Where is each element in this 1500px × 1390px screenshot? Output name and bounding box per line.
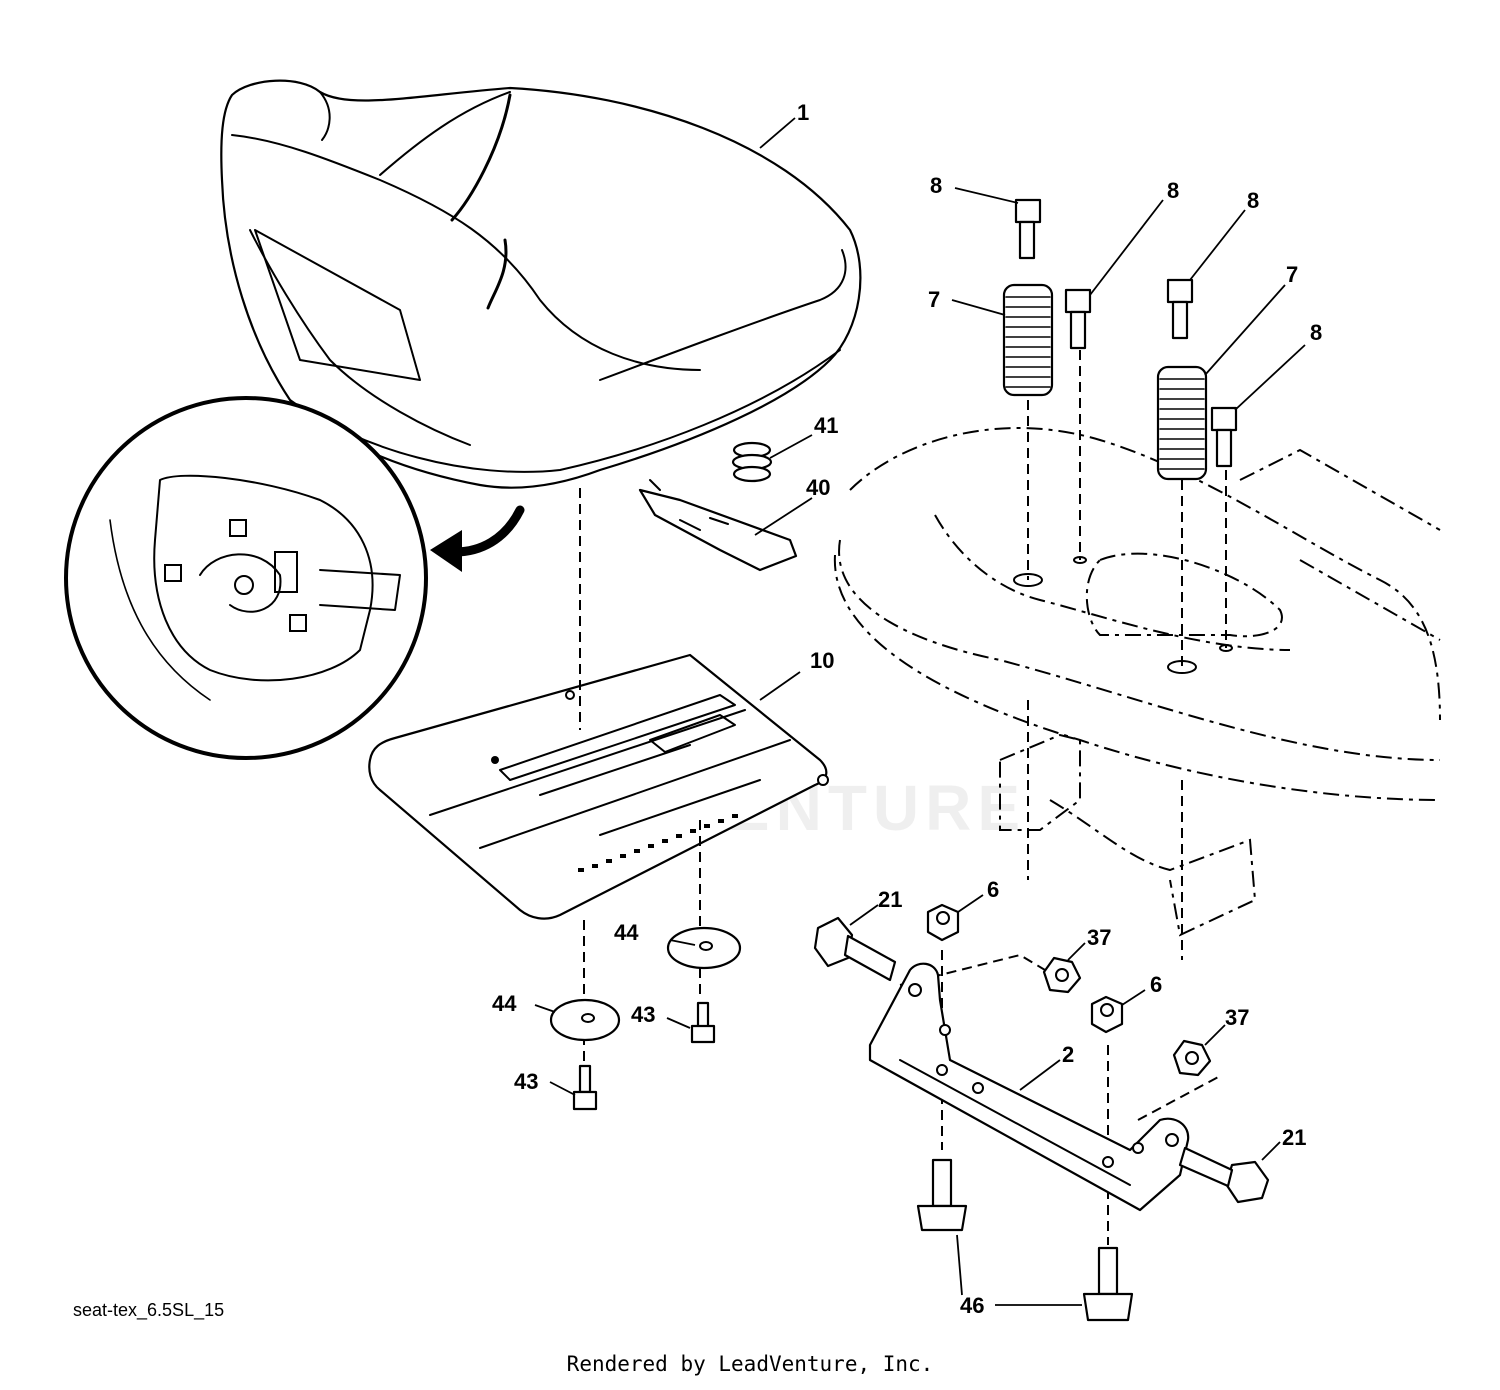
callout-2: 2 bbox=[1062, 1042, 1074, 1067]
callout-37a: 37 bbox=[1087, 925, 1111, 950]
callout-7b: 7 bbox=[1286, 262, 1298, 287]
seat-clip bbox=[638, 479, 798, 572]
washer-b bbox=[549, 998, 621, 1042]
detail-arrow bbox=[430, 505, 525, 572]
callout-21a: 21 bbox=[878, 887, 902, 912]
seat-pan bbox=[368, 653, 829, 920]
callout-44a: 44 bbox=[614, 920, 639, 945]
screw-a bbox=[690, 1001, 716, 1044]
callout-46: 46 bbox=[960, 1293, 984, 1318]
bolt-a bbox=[1014, 198, 1042, 260]
small-spring bbox=[731, 441, 773, 483]
callout-7a: 7 bbox=[928, 287, 940, 312]
nut-b bbox=[1090, 995, 1124, 1034]
bolt-c bbox=[1166, 278, 1194, 340]
flange-nut-a bbox=[1042, 956, 1082, 994]
callout-8c: 8 bbox=[1247, 188, 1259, 213]
callout-41: 41 bbox=[814, 413, 838, 438]
tractor-frame-phantom bbox=[833, 427, 1441, 937]
nut-a bbox=[926, 903, 960, 942]
callout-8a: 8 bbox=[930, 173, 942, 198]
callout-40: 40 bbox=[806, 475, 830, 500]
callout-6b: 6 bbox=[1150, 972, 1162, 997]
callout-10: 10 bbox=[810, 648, 834, 673]
callout-37b: 37 bbox=[1225, 1005, 1249, 1030]
callout-43b: 43 bbox=[514, 1069, 538, 1094]
bolt-left-21 bbox=[813, 916, 897, 982]
flange-bolt-b bbox=[1082, 1246, 1134, 1322]
callout-8d: 8 bbox=[1310, 320, 1322, 345]
pan-vent-slots bbox=[578, 814, 738, 872]
callout-6a: 6 bbox=[987, 877, 999, 902]
spring-right bbox=[1156, 365, 1208, 481]
bolt-d bbox=[1210, 406, 1238, 468]
callout-21b: 21 bbox=[1282, 1125, 1306, 1150]
flange-nut-b bbox=[1172, 1039, 1212, 1077]
bolt-b bbox=[1064, 288, 1092, 350]
callout-labels: 1 8 8 8 7 7 8 41 40 10 21 6 37 6 37 2 21… bbox=[492, 100, 1322, 1318]
detail-inset bbox=[64, 396, 428, 760]
callout-8b: 8 bbox=[1167, 178, 1179, 203]
drawing-id: seat-tex_6.5SL_15 bbox=[73, 1300, 225, 1320]
screw-b bbox=[572, 1064, 598, 1111]
flange-bolt-a bbox=[916, 1158, 968, 1232]
callout-43a: 43 bbox=[631, 1002, 655, 1027]
callout-1: 1 bbox=[797, 100, 809, 125]
render-credit: Rendered by LeadVenture, Inc. bbox=[566, 1352, 934, 1376]
washer-a bbox=[666, 926, 742, 970]
seat bbox=[220, 79, 862, 489]
mounting-bracket bbox=[868, 962, 1190, 1212]
bolt-right-21 bbox=[1178, 1146, 1270, 1204]
spring-left bbox=[1002, 283, 1054, 397]
callout-44b: 44 bbox=[492, 991, 517, 1016]
leader-lines bbox=[534, 117, 1306, 1306]
